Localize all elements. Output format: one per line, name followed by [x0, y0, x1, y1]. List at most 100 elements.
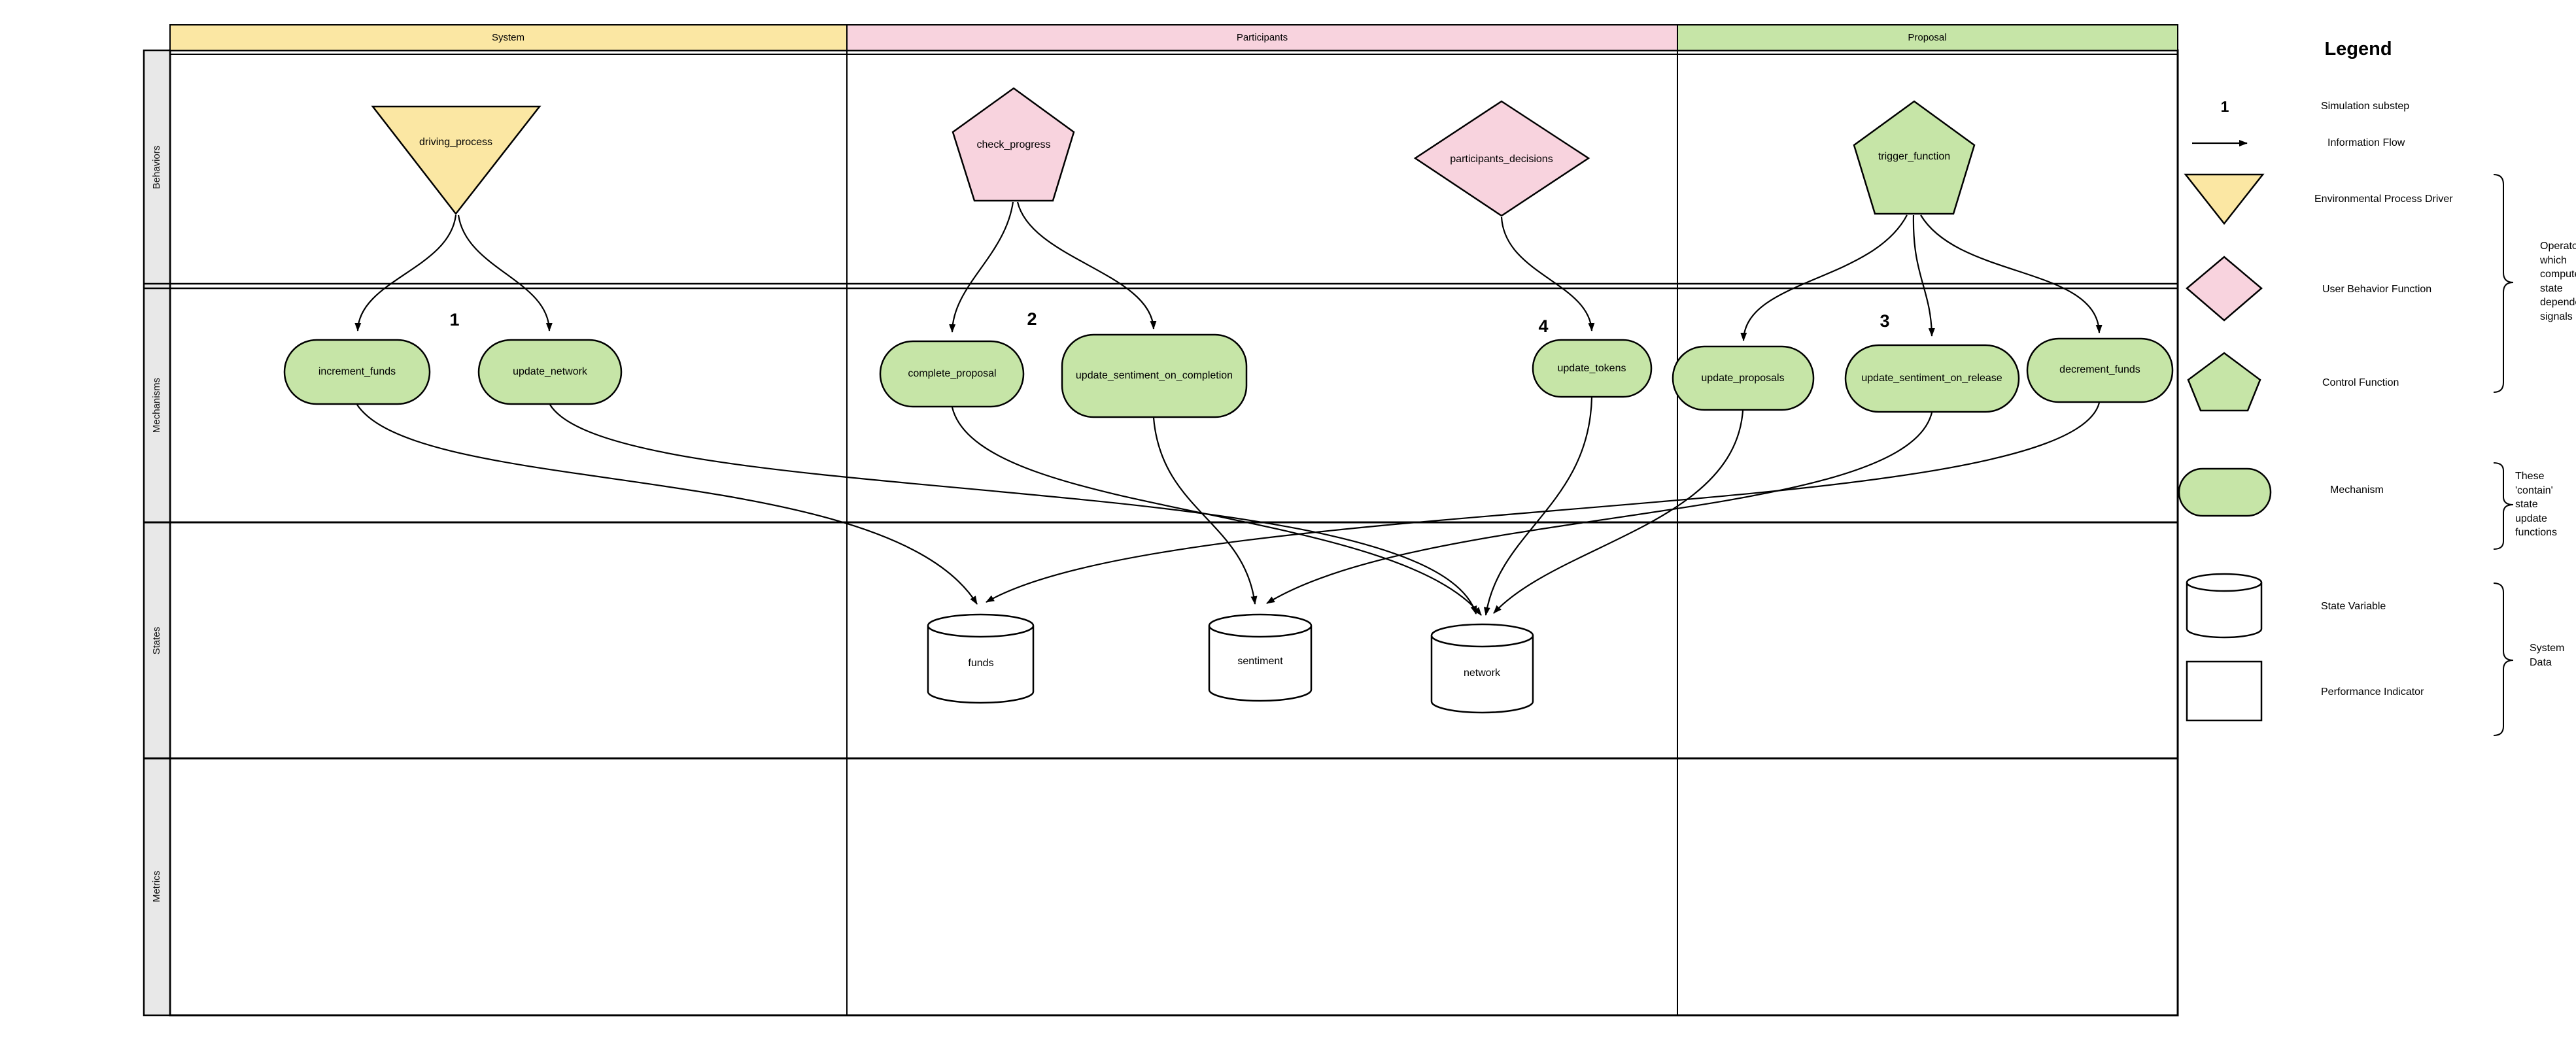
mechanism-shape[interactable]: [1532, 339, 1653, 398]
node-update-tokens[interactable]: update_tokens: [1532, 339, 1653, 398]
cylinder-top: [1208, 613, 1313, 638]
annotation-state-update-functions: These 'contain' state update functions: [2515, 471, 2558, 538]
flow-arrow-update-sentiment-on-completion-sentiment: [1152, 417, 1258, 605]
legend-label-control-function: Control Function: [2322, 377, 2399, 388]
mechanism-icon: [2178, 467, 2272, 517]
legend-braces: [2493, 174, 2514, 736]
node-label: trigger_function: [1878, 151, 1950, 162]
mechanism-shape[interactable]: [1844, 344, 2020, 413]
user-behavior-function-icon: [2186, 256, 2263, 322]
row-label-strip: [143, 49, 171, 1017]
column-header-system: [169, 24, 848, 51]
row-label-metrics: Metrics: [151, 871, 162, 902]
substep-number-2: 2: [1027, 309, 1037, 329]
control-function-shape[interactable]: [1853, 100, 1976, 215]
annotation-system-data: System Data: [2530, 643, 2565, 668]
column-header-proposal-label: Proposal: [1908, 32, 1946, 43]
performance-indicator-icon: [2186, 660, 2263, 722]
flow-arrow-check-progress-update-sentiment-on-completion: [1016, 201, 1157, 329]
brace-signal-operators: [2493, 174, 2514, 393]
node-label: decrement_funds: [2059, 364, 2140, 375]
substep-number-3: 3: [1880, 311, 1889, 331]
node-update-network[interactable]: update_network: [477, 339, 623, 405]
node-funds[interactable]: funds: [927, 613, 1035, 704]
mechanism-shape[interactable]: [879, 340, 1025, 408]
node-trigger-function[interactable]: trigger_function: [1853, 100, 1976, 215]
flow-arrow-update-tokens-network: [1483, 397, 1593, 616]
flow-arrow-trigger-function-decrement-funds: [1920, 214, 2103, 333]
flow-arrow-driving-process-update-network: [457, 214, 553, 331]
node-decrement-funds[interactable]: decrement_funds: [2026, 337, 2174, 403]
column-header-participants-label: Participants: [1237, 32, 1288, 43]
legend: Legend 1 Simulation substep Information …: [2178, 39, 2514, 736]
node-increment-funds[interactable]: increment_funds: [283, 339, 431, 405]
state-nodes: funds sentiment network: [927, 613, 1534, 714]
information-flow-arrows: [354, 201, 2103, 616]
behavior-nodes: driving_process check_progress participa…: [371, 87, 1976, 217]
substep-number-4: 4: [1538, 316, 1548, 336]
node-label: update_proposals: [1701, 373, 1784, 384]
legend-label-information-flow: Information Flow: [2327, 137, 2405, 148]
flow-arrow-decrement-funds-funds: [986, 402, 2101, 603]
node-label: funds: [968, 658, 993, 669]
node-label: network: [1464, 667, 1501, 679]
flow-arrow-complete-proposal-network: [951, 407, 1482, 616]
environmental-process-driver-shape[interactable]: [371, 105, 541, 216]
brace-system-data: [2493, 582, 2514, 736]
column-header-proposal: [1677, 24, 2178, 51]
mechanism-nodes: increment_funds update_network complete_…: [283, 333, 2174, 418]
environmental-process-driver-icon: [2184, 173, 2265, 226]
node-update-proposals[interactable]: update_proposals: [1672, 345, 1815, 411]
substep-number-1: 1: [449, 310, 459, 329]
flow-arrow-trigger-function-update-proposals: [1740, 214, 1908, 341]
legend-label-performance-indicator: Performance Indicator: [2321, 686, 2424, 698]
node-update-sentiment-on-release[interactable]: update_sentiment_on_release: [1844, 344, 2020, 413]
state-variable-shape[interactable]: [1208, 626, 1313, 702]
mechanism-shape[interactable]: [283, 339, 431, 405]
legend-label-simulation-substep: Simulation substep: [2321, 101, 2409, 112]
user-behavior-function-shape[interactable]: [1413, 100, 1590, 217]
node-label: update_sentiment_on_completion: [1076, 370, 1233, 381]
brace-state-update-functions: [2493, 462, 2514, 550]
node-update-sentiment-on-completion[interactable]: update_sentiment_on_completion: [1061, 333, 1248, 418]
node-participants-decisions[interactable]: participants_decisions: [1413, 100, 1590, 217]
node-check-progress[interactable]: check_progress: [952, 87, 1075, 202]
node-label: sentiment: [1237, 656, 1283, 667]
flow-arrow-increment-funds-funds: [356, 404, 978, 605]
mechanism-shape[interactable]: [1061, 333, 1248, 418]
node-label: update_tokens: [1558, 363, 1626, 374]
state-variable-shape[interactable]: [1430, 635, 1534, 714]
cylinder-top: [1430, 623, 1534, 648]
legend-label-user-behavior-function: User Behavior Function: [2322, 284, 2431, 295]
node-network[interactable]: network: [1430, 623, 1534, 714]
node-label: participants_decisions: [1450, 154, 1553, 165]
mechanism-shape[interactable]: [1672, 345, 1815, 411]
flow-arrow-update-proposals-network: [1493, 410, 1744, 614]
cylinder-top: [927, 613, 1035, 638]
state-variable-shape[interactable]: [927, 626, 1035, 704]
flow-arrow-update-network-network: [549, 404, 1477, 615]
state-variable-icon-top: [2186, 573, 2263, 592]
mechanism-shape[interactable]: [477, 339, 623, 405]
substep-numbers: 1 2 4 3: [449, 309, 1889, 336]
substep-number-icon: 1: [2221, 98, 2229, 115]
node-label: update_sentiment_on_release: [1861, 373, 2002, 384]
flow-arrow-check-progress-complete-proposal: [949, 201, 1014, 333]
node-label: update_network: [513, 366, 588, 377]
node-complete-proposal[interactable]: complete_proposal: [879, 340, 1025, 408]
swimlane-grid: System Participants Proposal Behaviors M…: [143, 24, 2179, 1017]
node-driving-process[interactable]: driving_process: [371, 105, 541, 216]
flow-arrow-participants-decisions-update-tokens: [1500, 216, 1595, 331]
legend-label-environmental-process-driver: Environmental Process Driver: [2314, 194, 2453, 205]
row-label-mechanisms: Mechanisms: [151, 378, 162, 433]
node-sentiment[interactable]: sentiment: [1208, 613, 1313, 702]
control-function-shape[interactable]: [952, 87, 1075, 202]
legend-label-mechanism: Mechanism: [2330, 484, 2384, 496]
mechanism-shape[interactable]: [2026, 337, 2174, 403]
flow-arrow-driving-process-increment-funds: [354, 214, 457, 331]
node-label: driving_process: [419, 137, 492, 148]
row-label-behaviors: Behaviors: [151, 146, 162, 190]
flow-arrow-update-sentiment-on-release-sentiment: [1266, 412, 1933, 604]
